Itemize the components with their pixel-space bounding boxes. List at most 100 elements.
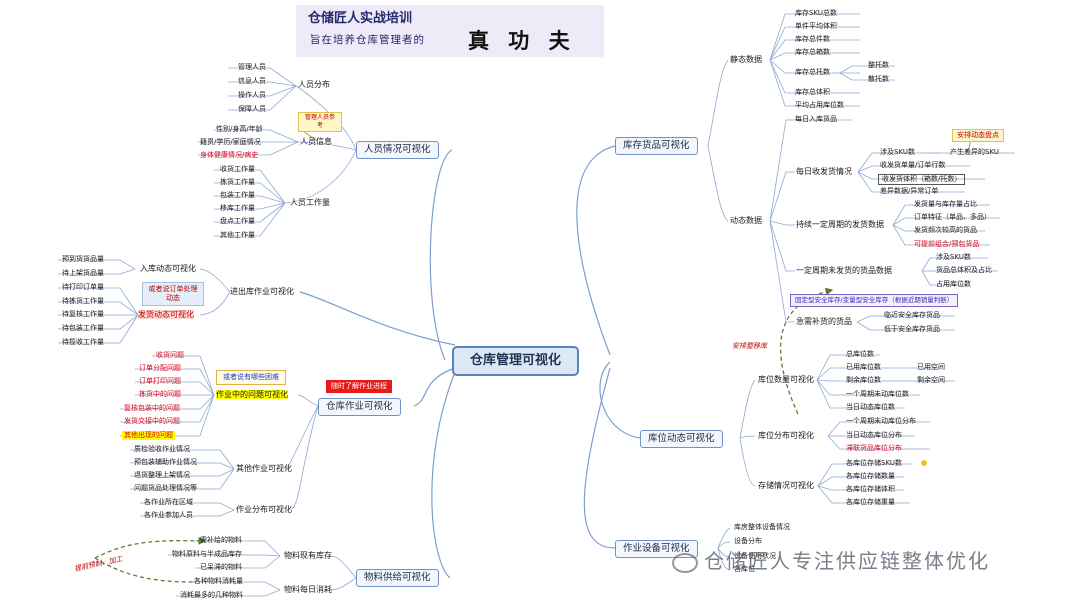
- leaf-item[interactable]: 预到货货品量: [62, 255, 104, 263]
- leaf-item[interactable]: 当日动态库位数: [846, 403, 895, 411]
- leaf-item[interactable]: 各作业参加人员: [144, 511, 193, 519]
- leaf-item[interactable]: 待上架货品量: [62, 269, 104, 277]
- leaf-item[interactable]: 待拣货工作量: [62, 297, 104, 305]
- leaf-item[interactable]: 库房整体设备情况: [734, 523, 790, 531]
- leaf-item[interactable]: 其他工作量: [220, 231, 255, 239]
- leaf-item[interactable]: 待复核工作量: [62, 310, 104, 318]
- branch-urgent[interactable]: 急需补货的货品: [796, 317, 852, 326]
- leaf-item[interactable]: 涉及SKU数: [880, 148, 915, 156]
- branch-stock[interactable]: 物料现有库存: [284, 551, 332, 560]
- topic-location[interactable]: 库位动态可视化: [640, 430, 723, 448]
- leaf-item[interactable]: 库存总箱数: [795, 48, 830, 56]
- branch-problems[interactable]: 作业中的问题可视化: [216, 390, 288, 399]
- leaf-item[interactable]: 发货交接中的问题: [124, 417, 180, 425]
- leaf-item[interactable]: 移库工作量: [220, 204, 255, 212]
- branch-inbound[interactable]: 入库动态可视化: [140, 264, 196, 273]
- leaf-item[interactable]: 消耗最多的几种物料: [180, 591, 243, 599]
- topic-inventory[interactable]: 库存货品可视化: [615, 137, 698, 155]
- leaf-item[interactable]: 收发货体积（箱数/托数）: [878, 174, 966, 185]
- leaf-item[interactable]: 库存总件数: [795, 35, 830, 43]
- leaf-item[interactable]: 质检验收作业情况: [134, 445, 190, 453]
- leaf-item[interactable]: 一个周期未动库位分布: [846, 417, 916, 425]
- leaf-item[interactable]: 操作人员: [238, 91, 266, 99]
- leaf-item[interactable]: 退货整理上架情况: [134, 471, 190, 479]
- leaf-item[interactable]: 待打印订单量: [62, 283, 104, 291]
- branch-location-distribution[interactable]: 库位分布可视化: [758, 431, 814, 440]
- leaf-item-health[interactable]: 身体健康情况/病史: [200, 151, 259, 159]
- leaf-item[interactable]: 信息人员: [238, 77, 266, 85]
- leaf-item[interactable]: 占用库位数: [936, 280, 971, 288]
- leaf-item[interactable]: 低于安全库存货品: [884, 325, 940, 333]
- leaf-item[interactable]: 发货频次较高的货品: [914, 226, 977, 234]
- leaf-item[interactable]: 各种物料消耗量: [194, 577, 243, 585]
- leaf-item[interactable]: 剩余库位数: [846, 376, 881, 384]
- branch-daily[interactable]: 物料每日消耗: [284, 585, 332, 594]
- leaf-item[interactable]: 库存总托数: [795, 68, 830, 76]
- leaf-item[interactable]: 临近安全库存货品: [884, 311, 940, 319]
- leaf-item[interactable]: 每日入库货品: [795, 115, 837, 123]
- leaf-item[interactable]: 订单打印问题: [139, 377, 181, 385]
- leaf-item[interactable]: 保障人员: [238, 105, 266, 113]
- leaf-item[interactable]: 库存总体积: [795, 88, 830, 96]
- leaf-item[interactable]: 可提前组合/预包货品: [914, 240, 980, 248]
- leaf-item-other-problems[interactable]: 其他出现的问题: [122, 431, 175, 440]
- branch-continuous[interactable]: 持续一定周期的发货数据: [796, 220, 884, 229]
- leaf-item[interactable]: 已用库位数: [846, 363, 881, 371]
- leaf-item[interactable]: 订单分配问题: [139, 364, 181, 372]
- leaf-item[interactable]: 各库位存储SKU数: [846, 459, 902, 467]
- leaf-item[interactable]: 当日动态库位分布: [846, 431, 902, 439]
- leaf-item[interactable]: 平均占用库位数: [795, 101, 844, 109]
- leaf-item[interactable]: 各库位存储体积: [846, 485, 895, 493]
- leaf-item[interactable]: 差异数据/异常订单: [880, 187, 939, 195]
- leaf-item[interactable]: 管理人员: [238, 63, 266, 71]
- leaf-item[interactable]: 拣货中的问题: [139, 390, 181, 398]
- leaf-item[interactable]: 性别/身高/年龄: [216, 125, 263, 133]
- leaf-item[interactable]: 滞联货品库位分布: [846, 444, 902, 452]
- leaf-item[interactable]: 设备使用状况: [734, 552, 776, 560]
- leaf-item[interactable]: 剩余空间: [917, 376, 945, 384]
- leaf-item[interactable]: 一个周期未动库位数: [846, 390, 909, 398]
- branch-info[interactable]: 人员信息: [300, 137, 332, 146]
- branch-storage[interactable]: 存储情况可视化: [758, 481, 814, 490]
- leaf-item[interactable]: 待揽收工作量: [62, 338, 104, 346]
- leaf-item[interactable]: 需补给的物料: [200, 536, 242, 544]
- leaf-item[interactable]: 订单特征（单品、多品）: [914, 213, 991, 221]
- leaf-item[interactable]: 籍贯/学历/家庭情况: [200, 138, 261, 146]
- topic-equipment[interactable]: 作业设备可视化: [615, 540, 698, 558]
- branch-static[interactable]: 静态数据: [730, 55, 762, 64]
- leaf-item[interactable]: 已用空间: [917, 363, 945, 371]
- branch-ops-distribution[interactable]: 作业分布可视化: [236, 505, 292, 514]
- leaf-item[interactable]: 各库位存储数量: [846, 472, 895, 480]
- branch-distribution[interactable]: 人员分布: [298, 80, 330, 89]
- leaf-item[interactable]: 问题货品处理情况等: [134, 484, 197, 492]
- leaf-item[interactable]: 物料原料与半成品库存: [172, 550, 242, 558]
- topic-supply[interactable]: 物料供给可视化: [356, 569, 439, 587]
- leaf-item[interactable]: 涉及SKU数: [936, 253, 971, 261]
- leaf-item[interactable]: 收货问题: [156, 351, 184, 359]
- leaf-item[interactable]: 设备分布: [734, 537, 762, 545]
- leaf-item[interactable]: 发货量与库存量占比: [914, 200, 977, 208]
- branch-location-count[interactable]: 库位数量可视化: [758, 375, 814, 384]
- branch-unshipped[interactable]: 一定周期未发货的货品数据: [796, 266, 892, 275]
- leaf-item[interactable]: 库存SKU总数: [795, 9, 837, 17]
- leaf-item[interactable]: 包装工作量: [220, 191, 255, 199]
- leaf-item[interactable]: 散托数: [868, 75, 889, 83]
- leaf-item[interactable]: 各库位: [734, 565, 755, 573]
- branch-workload[interactable]: 人员工作量: [290, 198, 330, 207]
- leaf-item[interactable]: 产生差异的SKU: [950, 148, 999, 156]
- leaf-item[interactable]: 待包装工作量: [62, 324, 104, 332]
- branch-outbound[interactable]: 发货动态可视化: [138, 310, 194, 319]
- topic-operations[interactable]: 仓库作业可视化: [318, 398, 401, 416]
- branch-dynamic[interactable]: 动态数据: [730, 216, 762, 225]
- leaf-item[interactable]: 已呆滞的物料: [200, 563, 242, 571]
- topic-personnel[interactable]: 人员情况可视化: [356, 141, 439, 159]
- leaf-item[interactable]: 盘点工作量: [220, 217, 255, 225]
- branch-inout[interactable]: 进出库作业可视化: [230, 287, 294, 296]
- leaf-item[interactable]: 拣货工作量: [220, 178, 255, 186]
- leaf-item[interactable]: 预包装辅助作业情况: [134, 458, 197, 466]
- leaf-item[interactable]: 各作业所在区域: [144, 498, 193, 506]
- leaf-item[interactable]: 整托数: [868, 61, 889, 69]
- central-topic[interactable]: 仓库管理可视化: [452, 346, 580, 376]
- leaf-item[interactable]: 收发货单量/订单行数: [880, 161, 946, 169]
- leaf-item[interactable]: 收货工作量: [220, 165, 255, 173]
